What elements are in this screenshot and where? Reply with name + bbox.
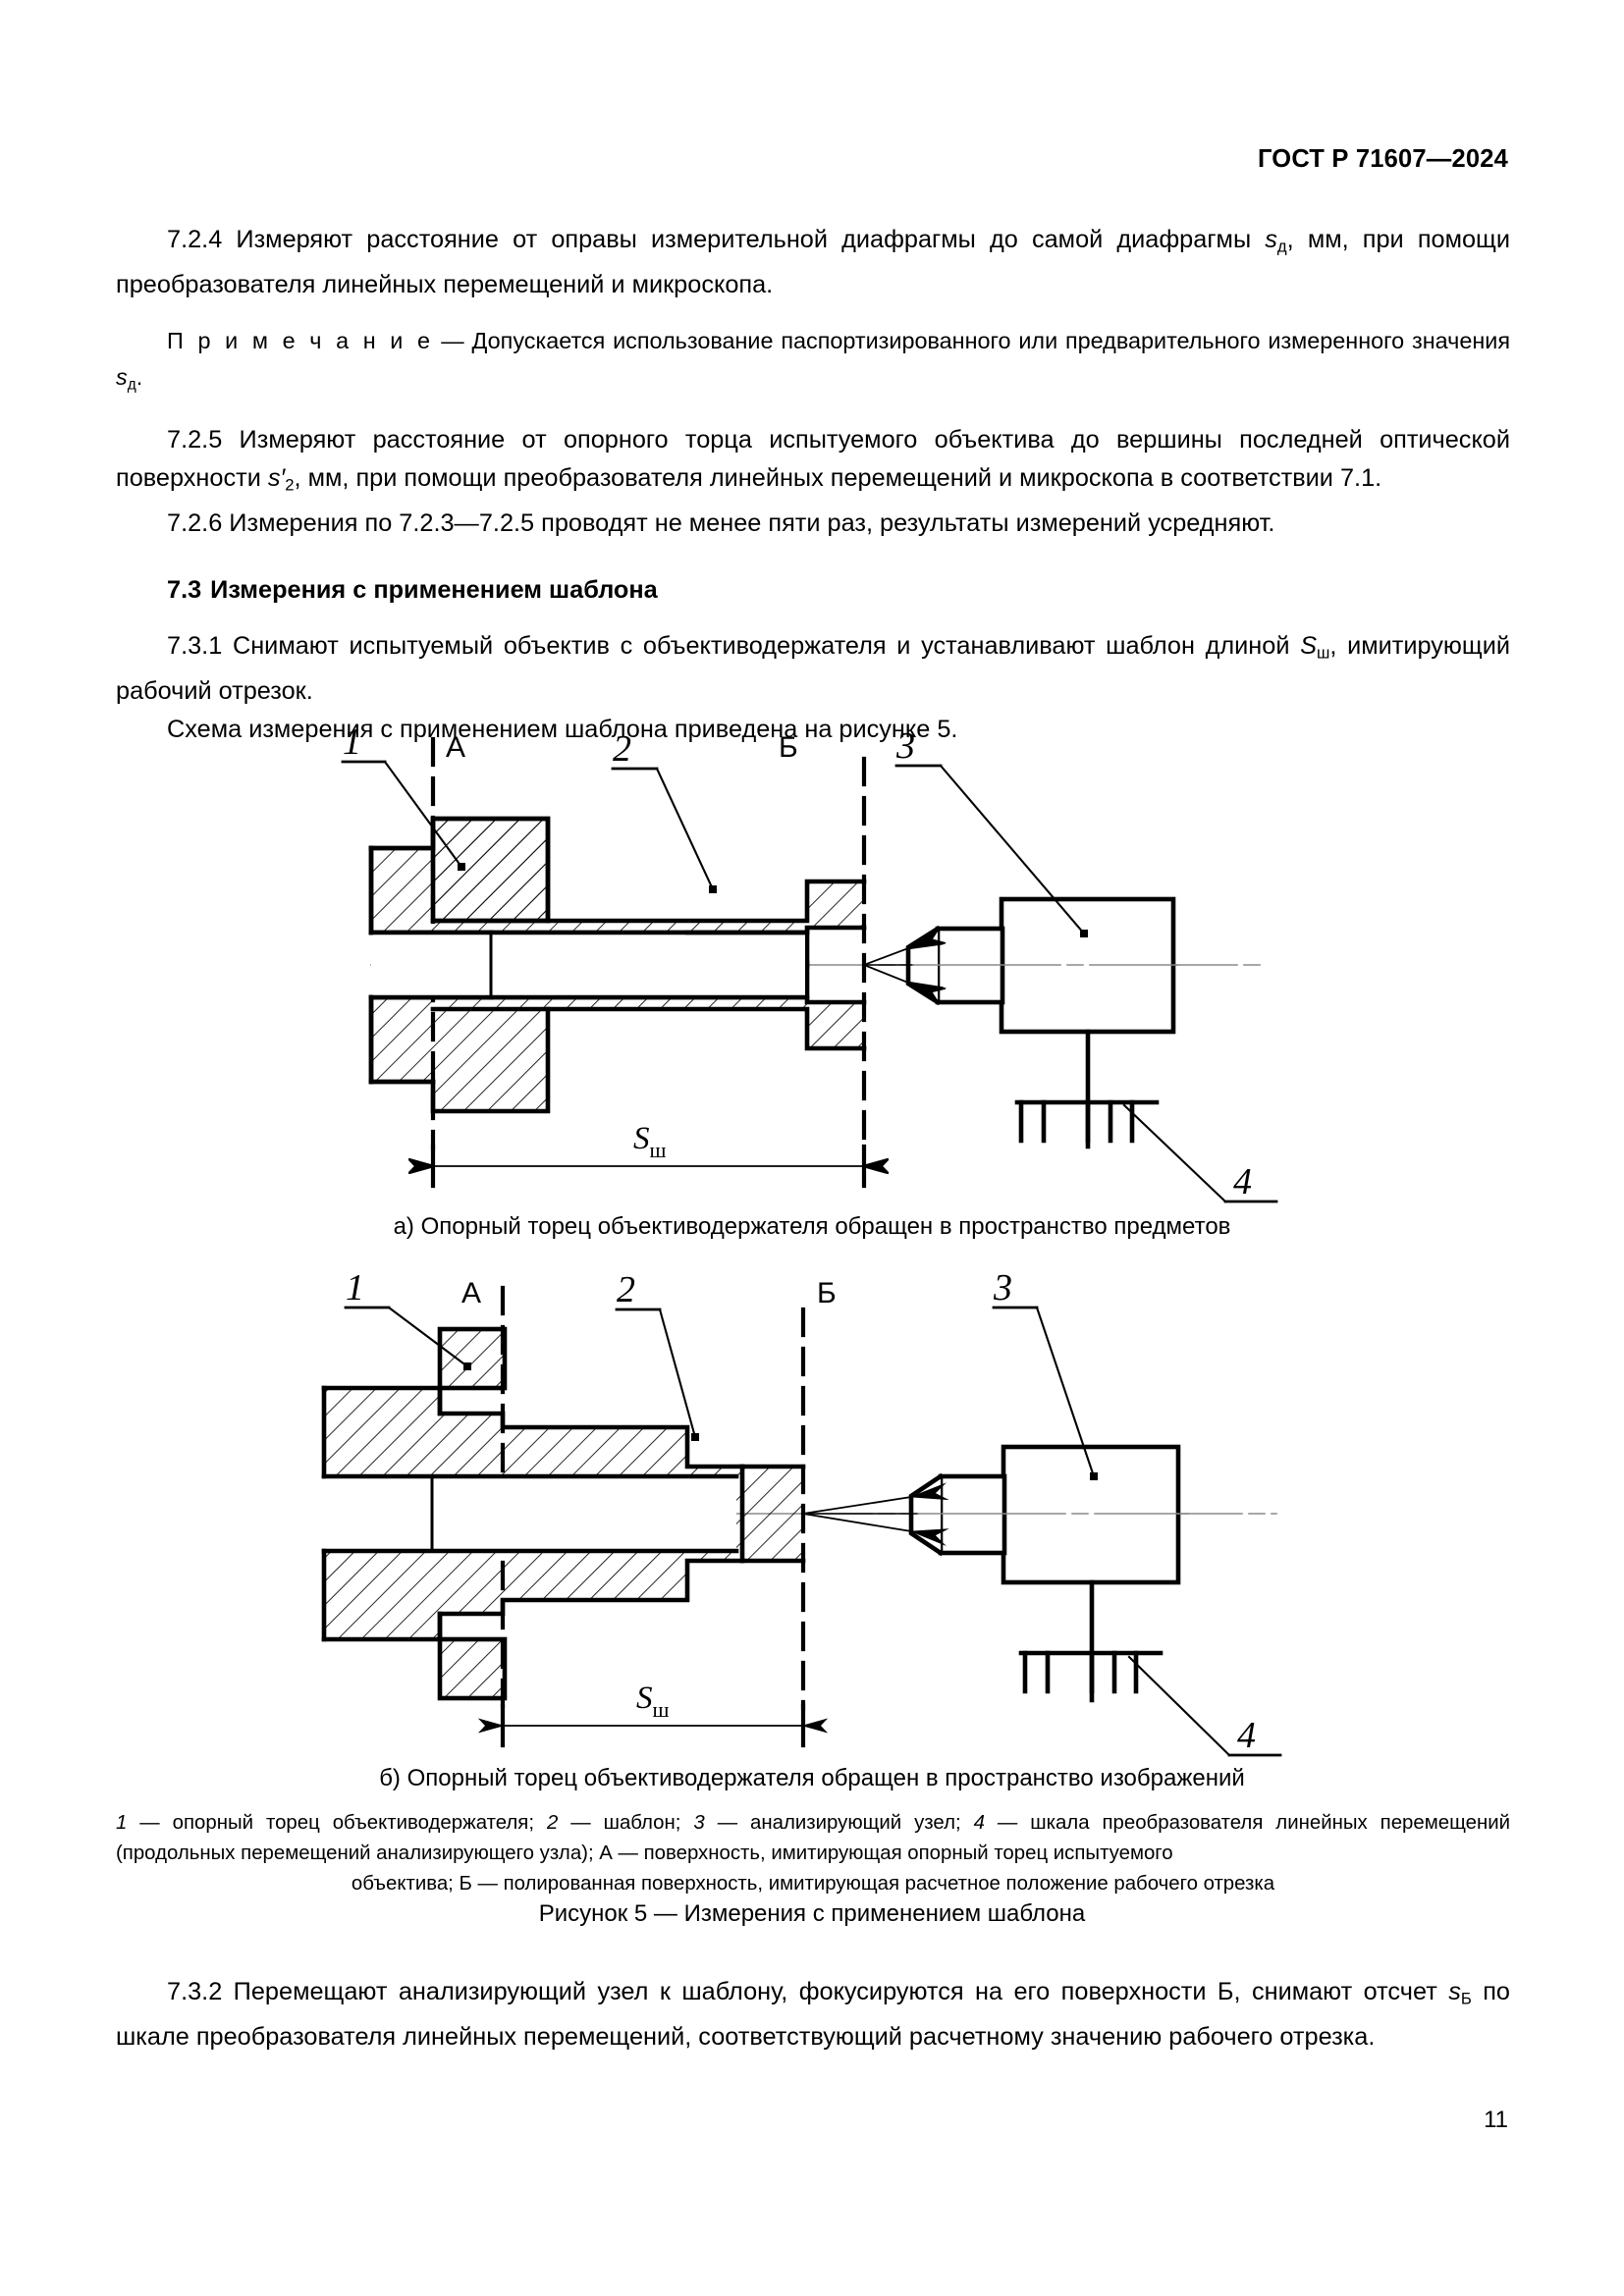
leader-dot-3-b [1090,1472,1098,1480]
paragraph-7-3-1: 7.3.1 Снимают испытуемый объектив с объе… [116,632,1510,706]
paragraph-7-3-2: 7.3.2 Перемещают анализирующий узел к ша… [116,1978,1510,2052]
dimension-label-sh-b: Sш [636,1681,670,1722]
figure-5a: 1 А 2 Б 3 4 Sш а) Опорный торец объектив… [0,724,1624,1241]
leader-dot-2-a [709,885,717,893]
leader-dot-2-b [691,1433,699,1441]
figure-5b-drawing: 1 А 2 Б 3 4 Sш [321,1268,1282,1757]
analyzing-unit-cone-b [908,1472,945,1557]
paragraph-7-2-5: 7.2.5 Измеряют расстояние от опорного то… [116,426,1510,495]
callout-surface-a-a: А [446,731,465,764]
callout-surface-b-a: Б [779,731,798,764]
figure-5-legend: 1 — опорный торец объективодержателя; 2 … [116,1812,1511,1895]
callout-2-b: 2 [617,1269,635,1310]
figure-5a-drawing: 1 А 2 Б 3 4 Sш [341,724,1278,1203]
leader-line-2-b [658,1308,697,1439]
leader-line-3-a [939,764,1086,935]
dimension-label-sh-a: Sш [633,1121,667,1162]
leader-line-2-a [655,767,715,891]
page-number: 11 [1484,2107,1508,2133]
scale-ticks-a [1018,1099,1135,1144]
paragraph-7-2-6: 7.2.6 Измерения по 7.2.3—7.2.5 проводят … [167,509,1275,538]
callout-surface-a-b: А [461,1277,481,1309]
leader-dot-3-a [1080,930,1088,937]
paragraph-scheme-reference: Схема измерения с применением шаблона пр… [167,716,958,744]
leader-line-1-a [383,760,463,869]
note-paragraph: П р и м е ч а н и е — Допускается исполь… [116,327,1510,394]
figure-5b: 1 А 2 Б 3 4 Sш б) Опорный торец объектив… [0,1268,1624,1792]
callout-3-b: 3 [993,1268,1012,1308]
figure-5a-caption: а) Опорный торец объективодержателя обра… [393,1213,1231,1240]
figure-5-number: Рисунок 5 — Измерения с применением шабл… [538,1900,1086,1927]
main-text-block: 7.2.4 Измеряют расстояние от оправы изме… [116,221,1510,749]
leader-line-4-a [1122,1103,1227,1203]
leader-line-4-b [1127,1655,1231,1757]
trailing-text-block: 7.3.2 Перемещают анализирующий узел к ша… [116,1973,1510,2056]
callout-1-a: 1 [343,724,361,763]
ray-upper-a [862,948,908,967]
ray-upper-b [801,1482,949,1516]
analyzing-unit-barrel-b [938,1473,1007,1556]
template-lower-outline-a [368,1006,867,1114]
callout-4-a: 4 [1233,1161,1252,1202]
template-upper-outline-a [368,816,867,924]
ray-lower-a [862,963,908,983]
leader-line-3-b [1035,1306,1096,1478]
leader-dot-1-a [458,863,465,871]
callout-3-a: 3 [895,725,915,767]
figure-5b-caption: б) Опорный торец объективодержателя обра… [379,1765,1245,1791]
ray-lower-b [801,1512,949,1546]
leader-line-1-b [387,1306,469,1368]
leader-dot-1-b [463,1362,471,1370]
template-lower-fill-a [371,963,864,1111]
callout-2-a: 2 [613,728,631,770]
callout-1-b: 1 [346,1268,364,1308]
page-header-standard-number: ГОСТ Р 71607—2024 [1257,145,1508,173]
holder-flange-lower-b [437,1636,508,1701]
holder-flange-upper-b [437,1326,508,1391]
paragraph-7-2-4: 7.2.4 Измеряют расстояние от оправы изме… [116,226,1510,299]
template-upper-fill-a [371,819,864,967]
callout-surface-b-b: Б [817,1277,837,1309]
callout-4-b: 4 [1237,1715,1256,1756]
scale-ticks-b [1022,1650,1139,1694]
